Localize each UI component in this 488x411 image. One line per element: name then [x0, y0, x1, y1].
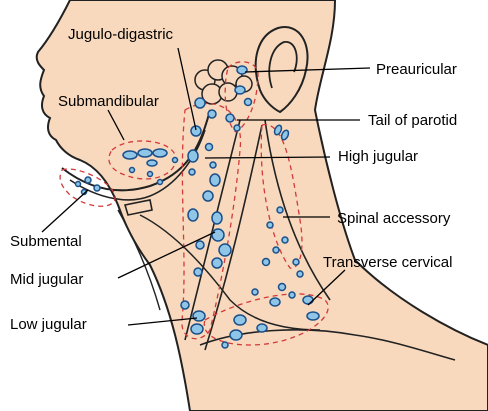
- lymph-node: [256, 323, 268, 333]
- lymph-node: [280, 129, 290, 141]
- spinal-accessory-region: [260, 124, 303, 269]
- lymph-node: [211, 228, 225, 242]
- lymph-node: [277, 282, 287, 292]
- leader-lines: [41, 47, 371, 326]
- lymph-node: [122, 150, 138, 160]
- lymph-node: [211, 257, 223, 269]
- hyoid: [123, 199, 153, 216]
- lymph-node: [187, 208, 199, 222]
- leader-jugulo-digastric: [177, 47, 197, 131]
- lymph-node: [190, 125, 202, 137]
- preauricular-region: [224, 61, 259, 133]
- leader-high-jugular: [204, 156, 331, 159]
- lymph-node: [302, 295, 314, 305]
- head-neck-silhouette: [0, 0, 190, 411]
- lymph-node: [229, 329, 243, 341]
- lymph-node: [195, 240, 205, 250]
- leader-submental: [41, 189, 89, 233]
- leader-transverse-cervical: [307, 269, 346, 306]
- leader-low-jugular: [127, 317, 198, 326]
- lymph-node: [269, 297, 281, 307]
- omohyoid: [139, 214, 321, 331]
- lymph-node: [188, 168, 196, 176]
- lymph-node: [187, 149, 199, 163]
- label-spinal-accessory: Spinal accessory: [337, 210, 451, 227]
- lymph-node: [218, 243, 232, 257]
- lymph-node: [281, 236, 289, 244]
- lymph-node: [234, 85, 246, 95]
- lymph-node: [236, 65, 248, 75]
- lymph-node: [152, 148, 168, 158]
- lymph-node: [306, 311, 320, 321]
- lymph-node: [128, 166, 136, 174]
- label-low-jugular: Low jugular: [10, 316, 87, 333]
- lymph-node: [276, 206, 284, 214]
- label-mid-jugular: Mid jugular: [10, 271, 84, 288]
- label-tail-of-parotid: Tail of parotid: [368, 112, 458, 129]
- lymph-node: [193, 267, 203, 277]
- neck-front-strap: [117, 209, 161, 311]
- leader-mid-jugular: [117, 231, 216, 279]
- lymph-node: [74, 180, 82, 188]
- lymph-node: [192, 310, 206, 322]
- transverse-cervical-region: [203, 293, 329, 346]
- lymph-node: [243, 97, 253, 107]
- lymph-node: [207, 109, 217, 119]
- lymph-node: [233, 124, 241, 132]
- lymph-node: [93, 184, 101, 192]
- lymph-node: [288, 291, 296, 299]
- lymph-node: [272, 246, 280, 254]
- lymph-node: [273, 124, 283, 136]
- lymph-node: [233, 314, 247, 326]
- lymph-node: [202, 190, 214, 202]
- lymph-node: [190, 323, 204, 335]
- label-submental: Submental: [10, 233, 82, 250]
- leader-preauricular: [244, 67, 371, 73]
- lymph-node: [292, 258, 300, 266]
- lymph-node: [204, 142, 214, 152]
- lymph-node: [225, 113, 235, 123]
- lymph-node: [251, 288, 259, 296]
- jaw-line: [61, 109, 211, 192]
- lymph-node: [137, 148, 153, 158]
- region-outlines: [59, 61, 329, 346]
- lymph-node: [296, 270, 304, 278]
- label-transverse-cervical: Transverse cervical: [323, 254, 453, 271]
- label-submandibular: Submandibular: [58, 93, 159, 110]
- lymph-node: [209, 161, 217, 169]
- lymph-node: [84, 176, 92, 184]
- lymph-node: [211, 211, 223, 225]
- label-jugulo-digastric: Jugulo-digastric: [68, 26, 174, 43]
- submandibular-region: [108, 140, 177, 180]
- lymph-node: [156, 178, 164, 186]
- submental-region: [59, 168, 116, 207]
- lymph-node: [171, 156, 179, 164]
- lymph-node: [146, 170, 154, 178]
- label-preauricular: Preauricular: [376, 61, 457, 78]
- lymph-node: [146, 159, 158, 167]
- lymph-node: [209, 173, 221, 187]
- lymph-node: [261, 257, 271, 267]
- lymph-node: [194, 97, 206, 109]
- lymph-node: [180, 300, 190, 310]
- jugular-chain-region: [181, 102, 242, 340]
- lymph-node: [221, 341, 229, 349]
- label-high-jugular: High jugular: [338, 148, 419, 165]
- skin-area: [35, 0, 488, 411]
- leader-submandibular: [107, 109, 125, 141]
- lymph-node: [266, 221, 274, 229]
